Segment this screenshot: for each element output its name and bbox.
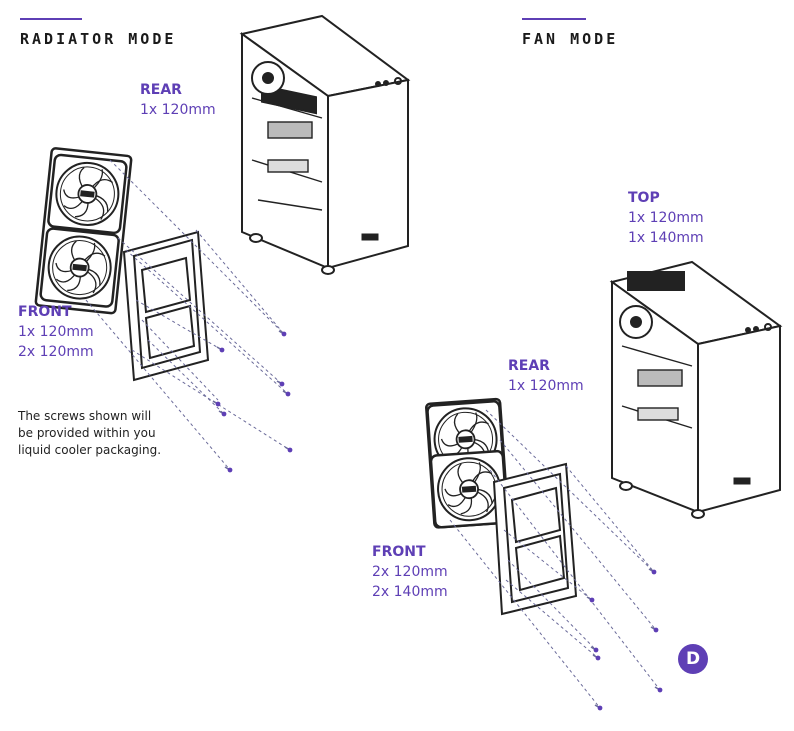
radiator-with-fans bbox=[34, 147, 133, 315]
radiator-front-label: FRONT 1x 120mm 2x 120mm bbox=[18, 302, 94, 362]
radiator-mode-title: RADIATOR MODE bbox=[20, 30, 177, 48]
fan-front-position: FRONT bbox=[372, 544, 426, 560]
radiator-front-spec-1: 1x 120mm bbox=[18, 324, 94, 340]
fan-front-spec-1: 2x 120mm bbox=[372, 564, 448, 580]
radiator-mode-rule bbox=[20, 18, 82, 20]
radiator-rear-spec-1: 1x 120mm bbox=[140, 102, 216, 118]
screw-guides-radiator bbox=[85, 159, 291, 471]
pc-case-radiator-mode bbox=[239, 14, 411, 275]
front-bracket-radiator bbox=[122, 230, 210, 382]
radiator-rear-label: REAR 1x 120mm bbox=[140, 80, 216, 120]
fan-mode-rule bbox=[522, 18, 586, 20]
fan-front-spec-2: 2x 140mm bbox=[372, 584, 448, 600]
screws-radiator bbox=[212, 330, 294, 474]
screws-note-line-3: liquid cooler packaging. bbox=[18, 443, 162, 457]
front-bracket-fan bbox=[492, 462, 578, 616]
screws-fan bbox=[586, 568, 664, 712]
front-fans bbox=[425, 397, 510, 529]
fan-top-position: TOP bbox=[628, 190, 660, 206]
fan-top-spec-1: 1x 120mm bbox=[628, 210, 704, 226]
fan-rear-label: REAR 1x 120mm bbox=[508, 356, 584, 396]
fan-front-label: FRONT 2x 120mm 2x 140mm bbox=[372, 542, 448, 602]
step-badge: D bbox=[678, 644, 708, 674]
fan-mode-title: FAN MODE bbox=[522, 30, 619, 48]
screws-note-line-1: The screws shown will bbox=[18, 409, 152, 423]
fan-rear-position: REAR bbox=[508, 358, 550, 374]
radiator-rear-position: REAR bbox=[140, 82, 182, 98]
screw-guides-fan bbox=[449, 409, 661, 709]
pc-case-fan-mode bbox=[609, 260, 783, 519]
screws-note: The screws shown will be provided within… bbox=[18, 408, 161, 459]
fan-rear-spec-1: 1x 120mm bbox=[508, 378, 584, 394]
fan-top-spec-2: 1x 140mm bbox=[628, 230, 704, 246]
radiator-front-spec-2: 2x 120mm bbox=[18, 344, 94, 360]
screws-note-line-2: be provided within you bbox=[18, 426, 156, 440]
fan-top-label: TOP 1x 120mm 1x 140mm bbox=[628, 188, 704, 248]
radiator-front-position: FRONT bbox=[18, 304, 72, 320]
